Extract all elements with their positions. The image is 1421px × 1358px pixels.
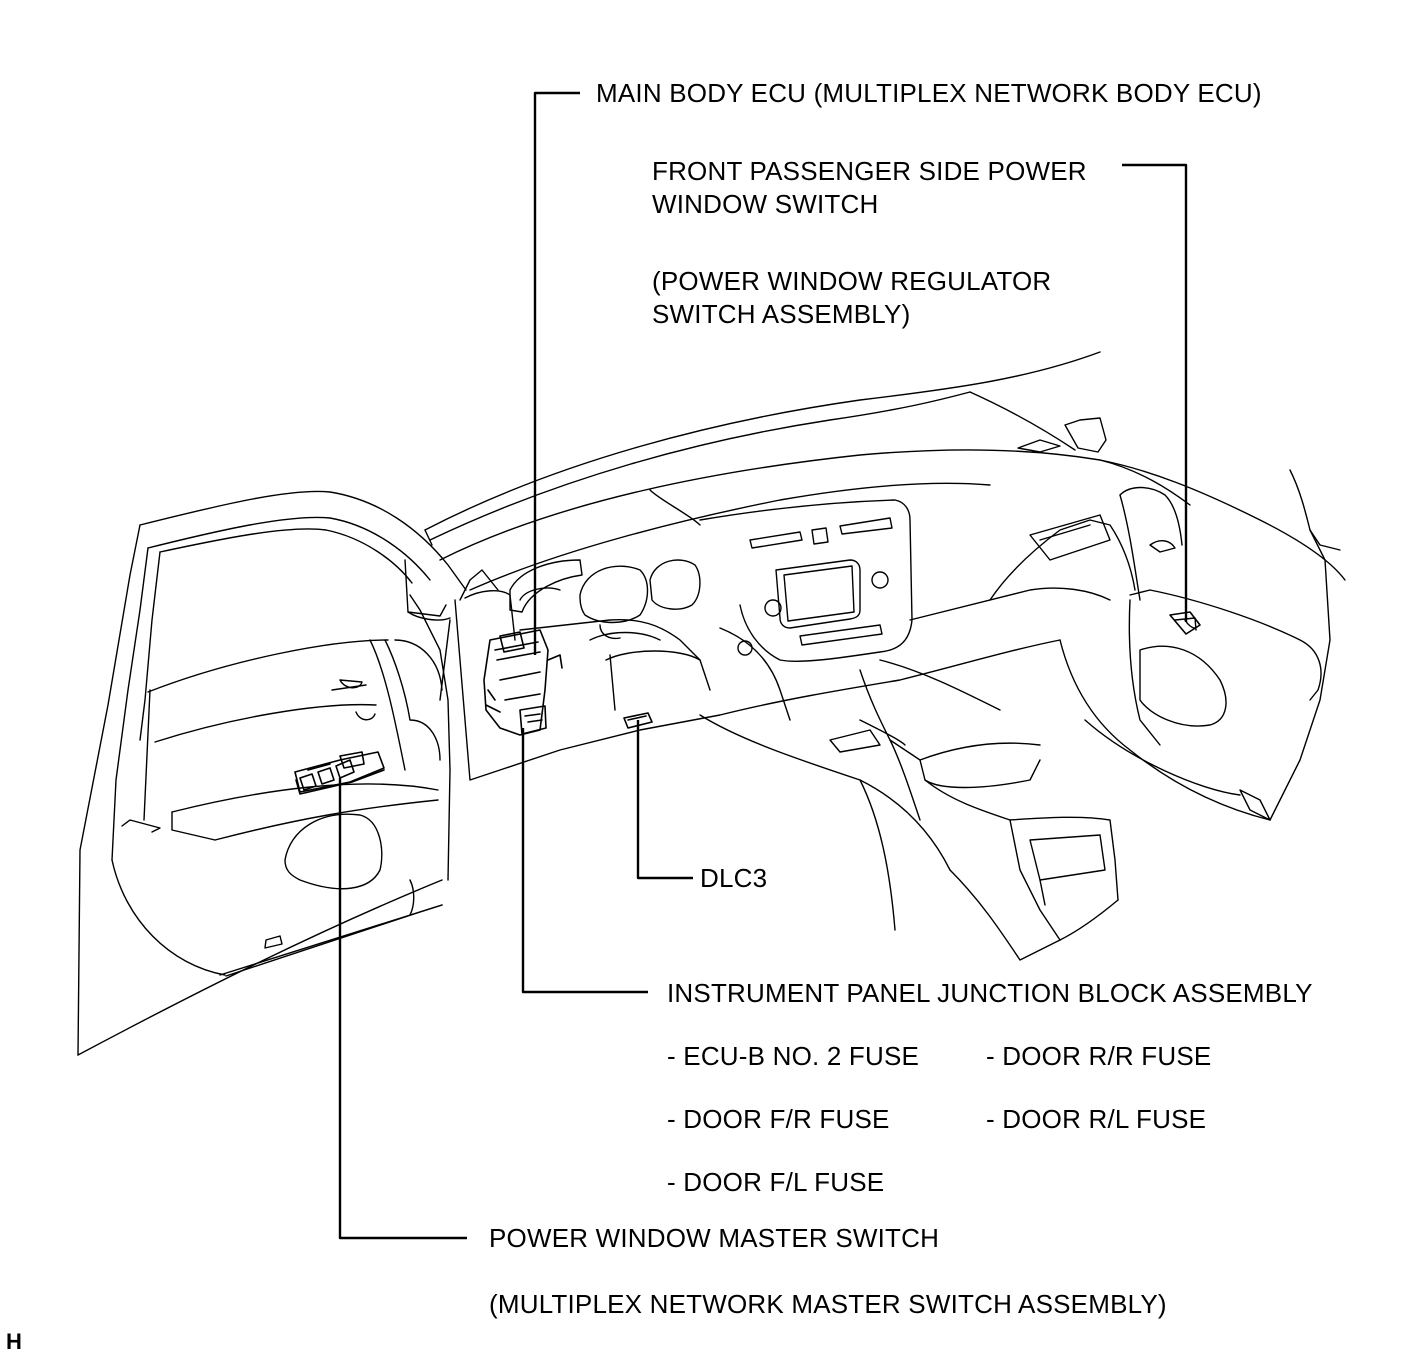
fuse-item: - ECU-B NO. 2 FUSE <box>667 1041 920 1071</box>
dlc3-connector-graphic <box>623 712 653 729</box>
label-front-passenger-line2: WINDOW SWITCH <box>652 189 879 219</box>
leader-main-body-ecu <box>533 91 580 655</box>
fuse-item: - DOOR R/L FUSE <box>986 1104 1207 1134</box>
fuse-item: - DOOR F/L FUSE <box>667 1167 885 1197</box>
leader-junction-block <box>521 728 648 994</box>
label-front-passenger-line1: FRONT PASSENGER SIDE POWER <box>652 156 1087 186</box>
label-master-switch: POWER WINDOW MASTER SWITCH <box>489 1223 940 1253</box>
fuse-item: - DOOR R/R FUSE <box>986 1041 1212 1071</box>
left-front-door <box>77 490 467 1056</box>
label-junction-block: INSTRUMENT PANEL JUNCTION BLOCK ASSEMBLY <box>667 978 1313 1008</box>
leader-lines <box>338 91 1188 1240</box>
label-front-passenger-sub-line1: (POWER WINDOW REGULATOR <box>652 266 1052 296</box>
fuse-item: - DOOR F/R FUSE <box>667 1104 890 1134</box>
label-front-passenger-sub-line2: SWITCH ASSEMBLY) <box>652 299 911 329</box>
leader-front-passenger-switch <box>1122 163 1188 622</box>
leader-dlc3 <box>636 720 693 880</box>
label-main-body-ecu: MAIN BODY ECU (MULTIPLEX NETWORK BODY EC… <box>596 78 1262 108</box>
master-switch-graphic <box>294 751 385 795</box>
leader-master-switch <box>338 778 467 1240</box>
label-master-switch-sub: (MULTIPLEX NETWORK MASTER SWITCH ASSEMBL… <box>489 1289 1167 1319</box>
dashboard <box>404 351 1346 961</box>
label-dlc3: DLC3 <box>700 863 768 893</box>
junction-block-graphic <box>483 629 563 736</box>
corner-mark: H <box>6 1329 23 1354</box>
